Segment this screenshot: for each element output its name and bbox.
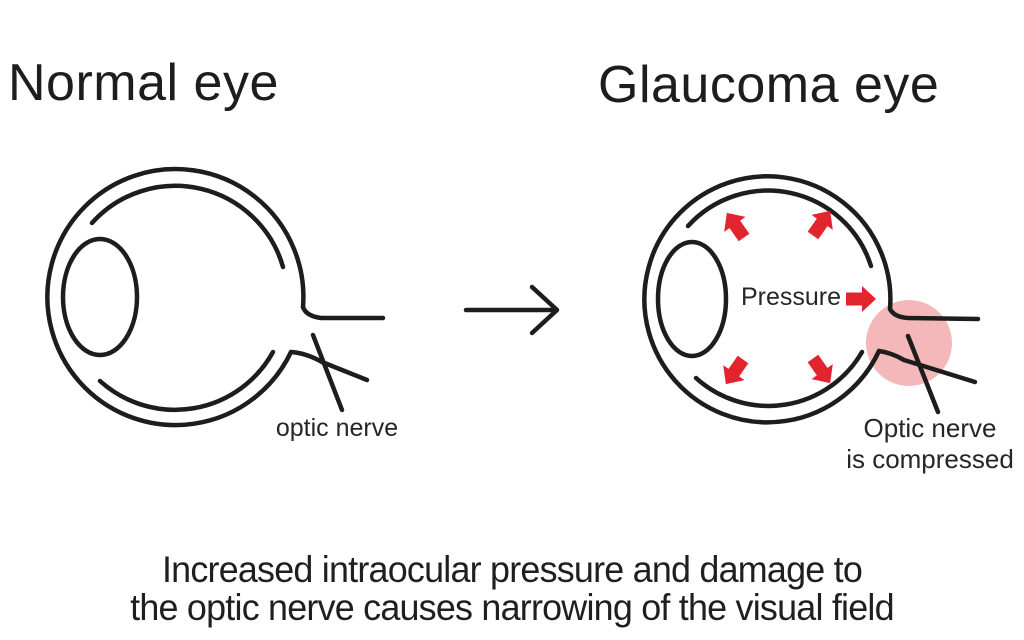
compressed-optic-nerve-top-line xyxy=(887,306,981,322)
glaucoma-eye-drawing xyxy=(642,174,981,425)
caption-line1: Increased intraocular pressure and damag… xyxy=(161,549,863,590)
caption-line2: the optic nerve causes narrowing of the … xyxy=(130,587,894,628)
diagram-caption: Increased intraocular pressure and damag… xyxy=(15,551,1008,627)
compressed-label-line1: Optic nerve xyxy=(863,413,997,443)
red-block-arrow-down-left-icon xyxy=(715,352,754,392)
red-block-arrow-up-right-icon xyxy=(802,203,841,243)
compressed-nerve-pointer-line xyxy=(905,333,941,415)
right-arrow-icon xyxy=(463,284,560,336)
normal-eye-inner-bottom-arc xyxy=(97,349,276,413)
normal-eye-drawing xyxy=(45,166,386,428)
normal-eye-title: Normal eye xyxy=(8,54,279,112)
glaucoma-eye-lens xyxy=(655,239,729,359)
compressed-label-line2: is compressed xyxy=(846,444,1014,474)
normal-eye-lens xyxy=(60,236,140,358)
red-block-arrow-up-left-icon xyxy=(716,205,755,245)
normal-optic-nerve-top-line xyxy=(300,304,386,321)
compressed-optic-nerve-bottom-line xyxy=(876,348,978,385)
glaucoma-eye-title: Glaucoma eye xyxy=(598,56,940,114)
optic-nerve-pointer-line xyxy=(310,332,345,413)
glaucoma-eye-inner-top-arc xyxy=(685,188,874,269)
pressure-label: Pressure xyxy=(741,283,842,311)
normal-eye-inner-top-arc xyxy=(89,183,286,270)
normal-eye-sclera-outline xyxy=(45,166,306,428)
optic-nerve-compressed-label: Optic nerve is compressed xyxy=(820,413,1024,475)
glaucoma-eye-inner-bottom-arc xyxy=(693,349,865,409)
red-block-arrow-pressure-icon xyxy=(846,286,876,312)
optic-nerve-label: optic nerve xyxy=(275,414,399,442)
glaucoma-eye-sclera-outline xyxy=(642,174,893,425)
